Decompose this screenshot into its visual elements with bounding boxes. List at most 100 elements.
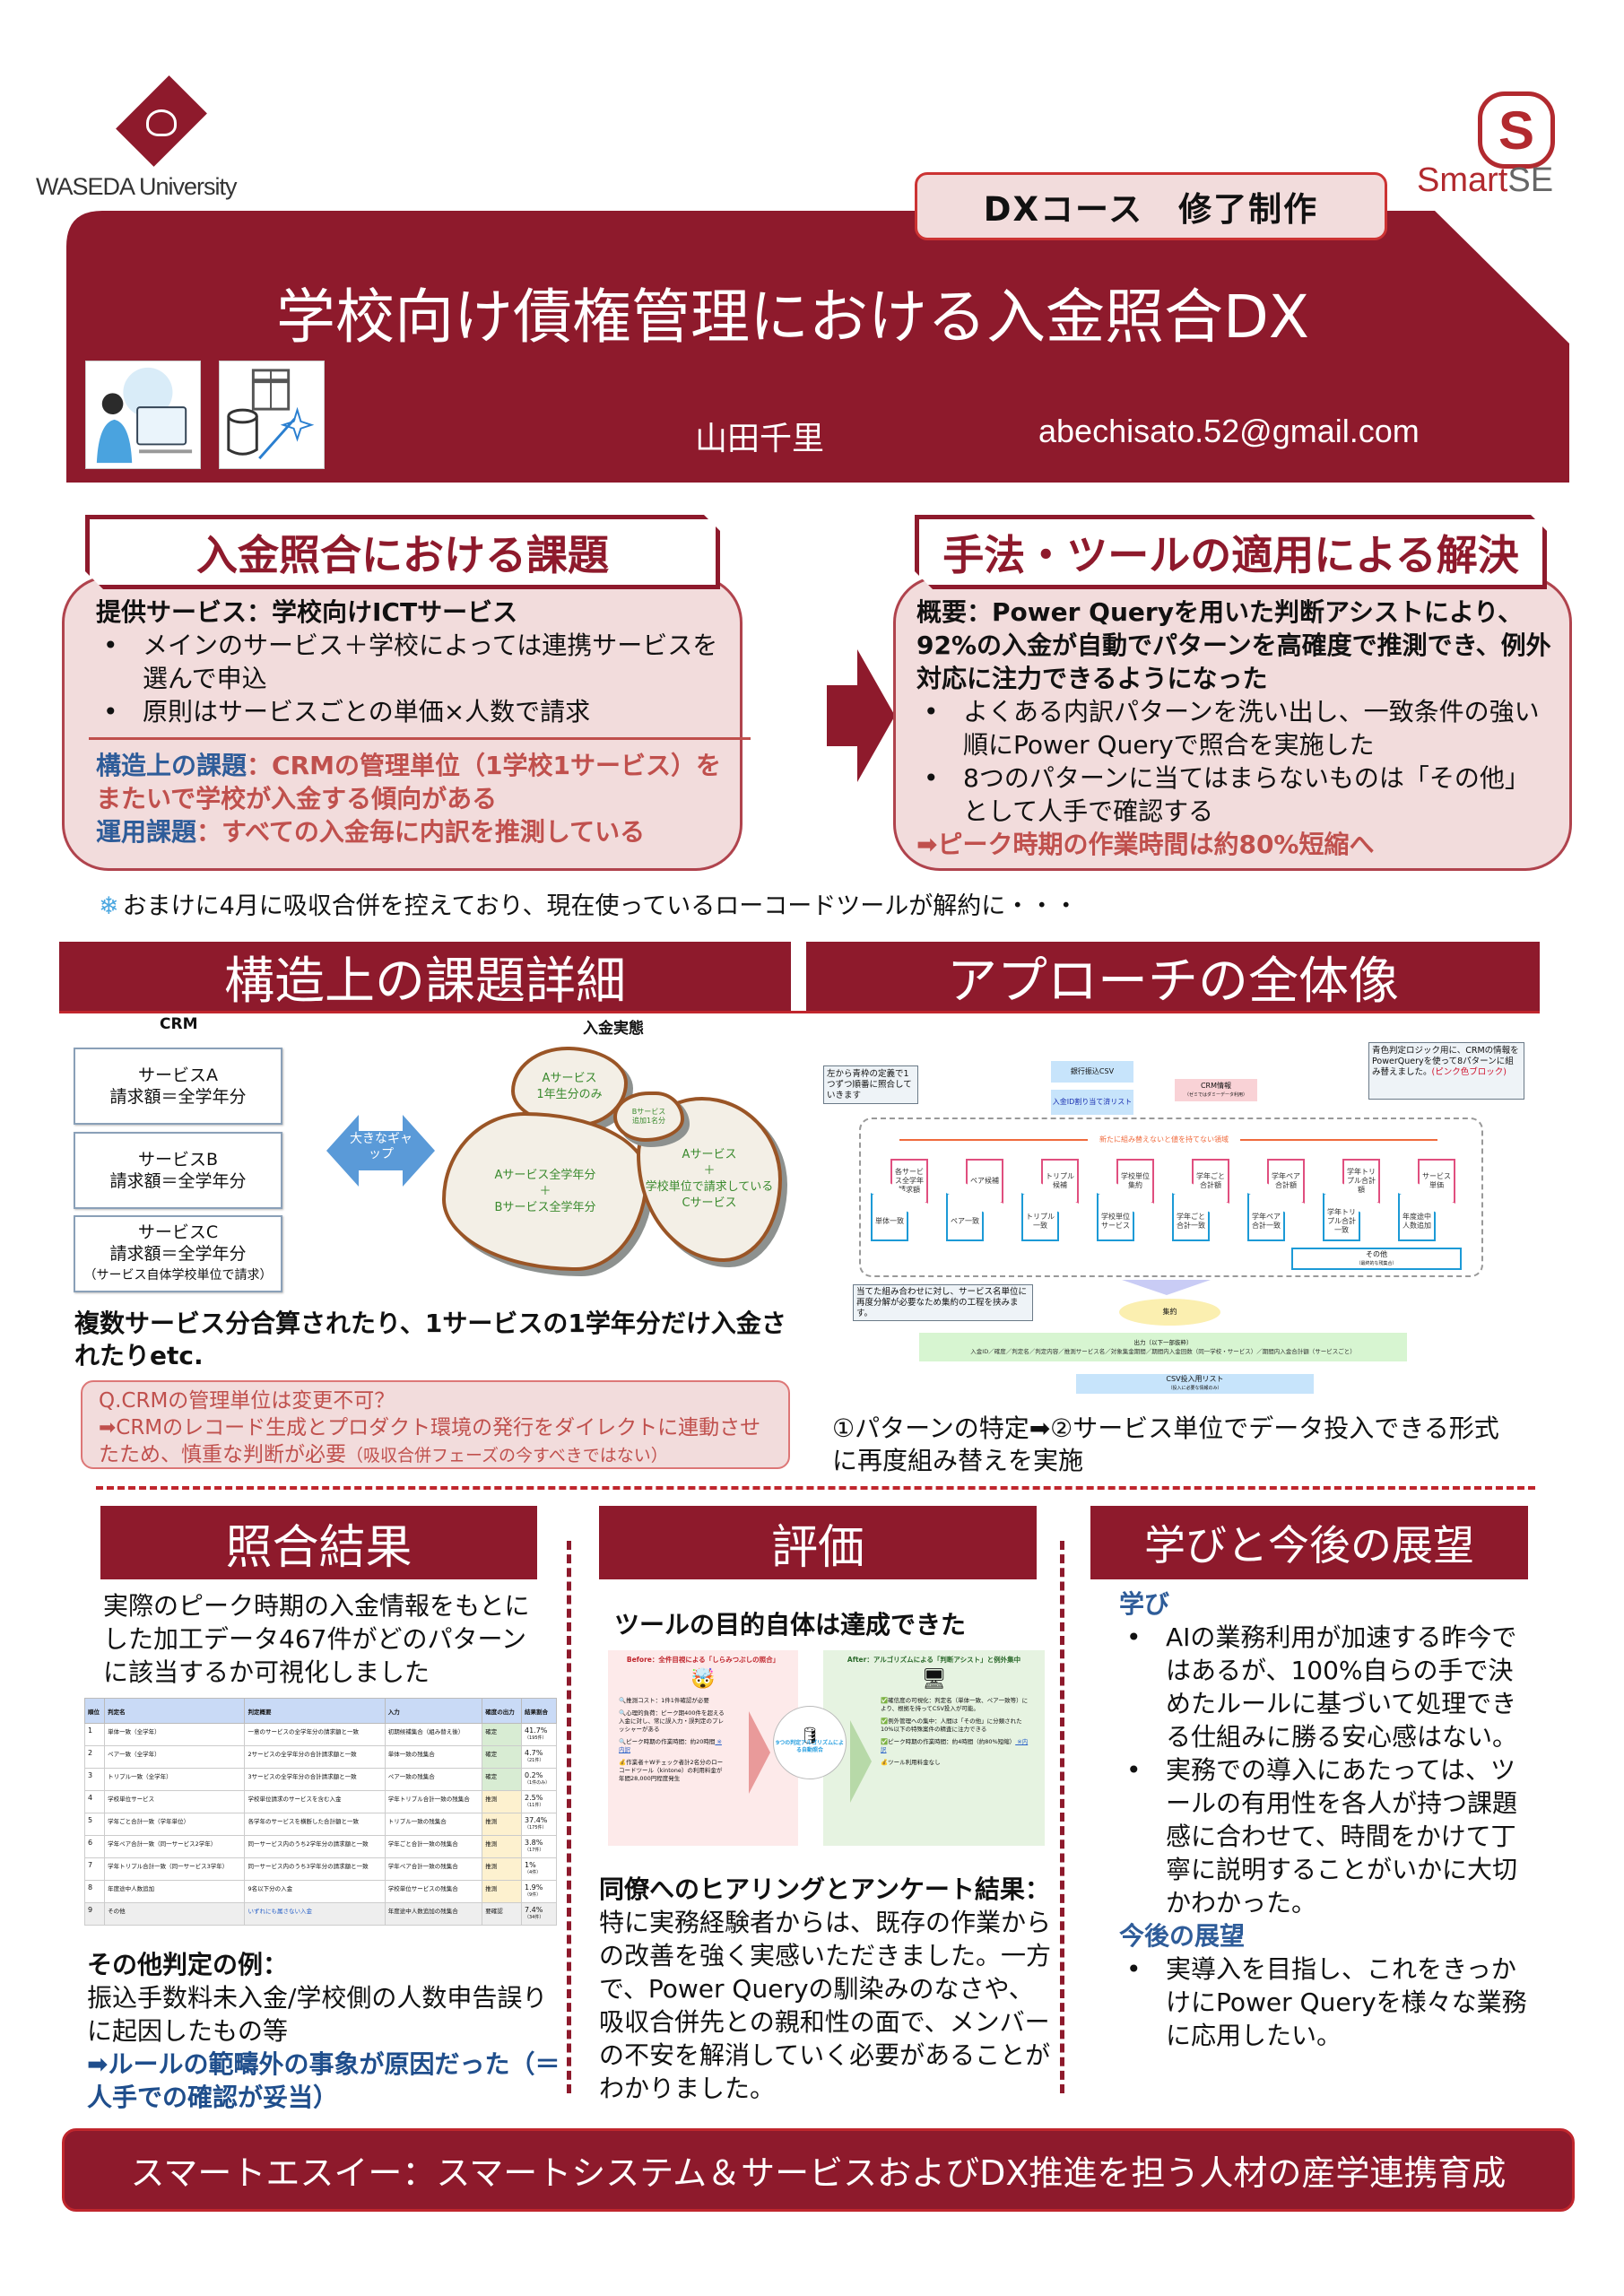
footer-banner: スマートエスイー：スマートシステム＆サービスおよびDX推進を担う人材の産学連携育… xyxy=(62,2128,1575,2212)
learn-bullets: •AIの業務利用が加速する昨今ではあるが、100%自らの手で決めたルールに基づい… xyxy=(1119,1621,1532,1919)
snowflake-icon: ❄ xyxy=(99,892,119,920)
eval-item: 💰作業者＋Wチェック者計2名分のローコードツール（kintone）の利用料金が年… xyxy=(619,1759,724,1782)
problem-content: 提供サービス：学校向けICTサービス •メインのサービス＋学校によっては連携サー… xyxy=(89,596,751,848)
ratio-cell: 3.8%（17件） xyxy=(520,1835,558,1858)
person-at-computer-icon xyxy=(85,361,201,469)
certainty-cell: 確定 xyxy=(482,1723,522,1746)
rank-cell: 7 xyxy=(83,1857,106,1881)
judgement-summary-cell: 一意のサービスの全学年分の請求額と一致 xyxy=(244,1723,386,1746)
input-cell: 学校単位サービスの残集合 xyxy=(384,1880,483,1903)
divider xyxy=(59,1011,1540,1013)
author-email[interactable]: abechisato.52@gmail.com xyxy=(1038,413,1420,449)
problem-bullet: •原則はサービスごとの単価×人数で請求 xyxy=(103,697,591,726)
survey-title: 同僚へのヒアリングとアンケート結果： xyxy=(599,1874,1050,1904)
bullet-dot: • xyxy=(1126,1622,1142,1652)
side-note: ❄おまけに4月に吸収合併を控えており、現在使っているローコードツールが解約に・・… xyxy=(99,886,1078,921)
before-panel: Before：全件目視による「しらみつぶしの照合」 🤯 🔍推測コスト：1件1件確… xyxy=(608,1650,798,1846)
id-list-box: 入金ID割り当て済リスト xyxy=(1051,1090,1133,1115)
judgement-name-cell: 学年ペア合計一致（同一サービス2学年） xyxy=(104,1835,246,1858)
certainty-cell: 推測 xyxy=(482,1813,522,1836)
certainty-cell: 推測 xyxy=(482,1790,522,1813)
waseda-crest-icon xyxy=(146,109,177,136)
learning-heading: 学びと今後の展望 xyxy=(1090,1506,1528,1579)
after-title: After：アルゴリズムによる「判断アシスト」と例外集中 xyxy=(847,1656,1021,1664)
approach-caption: ①パターンの特定➡②サービス単位でデータ投入できる形式に再度組み替えを実施 xyxy=(832,1413,1499,1475)
ratio-count: （4件） xyxy=(524,1870,542,1875)
eval-item: 🔍ピーク時期の作業時間：約20時間 ※内訳 xyxy=(619,1738,722,1753)
brand-name-1: Smart xyxy=(1417,161,1508,199)
input-cell: 学年トリプル合計一致の残集合 xyxy=(384,1790,483,1813)
ratio-count: （21件） xyxy=(524,1758,544,1763)
judgement-summary-cell: 各学年のサービスを横断した合計額と一致 xyxy=(244,1813,386,1836)
judgement-summary-cell: いずれにも属さない入金 xyxy=(244,1902,386,1926)
ratio-percent: 3.8% xyxy=(524,1839,543,1847)
course-tag: DXコース 修了制作 xyxy=(915,172,1387,240)
eval-item: ✅ピーク時期の作業時間：約4時間（約80%短縮） ※内訳 xyxy=(881,1738,1029,1753)
crm-info-note: （ゼミではダミーデータ利用） xyxy=(1184,1091,1247,1098)
brand-name: SmartSE xyxy=(1417,161,1553,200)
judgement-summary-cell: 学校単位請求のサービスを含む入金 xyxy=(244,1790,386,1813)
payment-blob: Bサービス 追加1名分 xyxy=(613,1091,684,1142)
structure-heading: 構造上の課題詳細 xyxy=(59,942,791,1013)
ratio-count: （1件のみ） xyxy=(524,1780,551,1786)
column-divider xyxy=(1060,1541,1064,2093)
ratio-count: （17件） xyxy=(524,1848,544,1853)
double-arrow-icon xyxy=(326,1115,435,1187)
solution-bullet: •8つのパターンに当てはまらないものは「その他」として人手で確認する xyxy=(916,761,1553,828)
eval-item: ✅確信度の可視化：判定名（単体一致、ペア一致等）により、根拠を持ってCSV投入が… xyxy=(881,1697,1029,1712)
brand-name-2: SE xyxy=(1507,161,1554,199)
bullet-text: 原則はサービスごとの単価×人数で請求 xyxy=(143,697,591,726)
other-block-note: （最終的な残集合） xyxy=(1356,1260,1397,1266)
breakdown-link[interactable]: ※内訳 xyxy=(881,1738,1029,1753)
breakdown-link[interactable]: ※内訳 xyxy=(619,1738,722,1753)
gap-label: 大きなギャップ xyxy=(350,1132,413,1161)
bullet-text: 実務での導入にあたっては、ツールの有用性を各人が持つ課題感に合わせて、時間をかけ… xyxy=(1166,1755,1518,1918)
certainty-cell: 推測 xyxy=(482,1880,522,1903)
down-chevron-icon xyxy=(1122,1280,1211,1295)
survey: 同僚へのヒアリングとアンケート結果： 特に実務経験者からは、既存の作業からの改善… xyxy=(599,1873,1052,2105)
after-panel: After：アルゴリズムによる「判断アシスト」と例外集中 🖥 ✅確信度の可視化：… xyxy=(823,1650,1045,1846)
crm-billing-rule: 請求額＝全学年分 xyxy=(109,1244,247,1264)
rank-cell: 2 xyxy=(83,1745,106,1769)
structural-text: ：CRMの管理単位（1学校1サービス）をまたいで学校が入金する傾向がある xyxy=(96,751,721,813)
learn-title: 学び xyxy=(1119,1589,1170,1619)
rank-cell: 5 xyxy=(83,1813,106,1836)
judgement-summary-cell: 9名以下分の入金 xyxy=(244,1880,386,1903)
crm-label: CRM xyxy=(160,1015,198,1033)
ratio-cell: 1%（4件） xyxy=(520,1857,558,1881)
ratio-cell: 7.4%（34件） xyxy=(520,1902,558,1926)
eval-item: 💰ツール利用料金なし xyxy=(881,1759,941,1766)
problem-card xyxy=(62,576,743,871)
input-cell: 初期候補集合（組み替え後） xyxy=(384,1723,483,1746)
service-line: 提供サービス：学校向けICTサービス xyxy=(96,597,518,627)
payment-blob: Aサービス全学年分 ＋ Bサービス全学年分 xyxy=(442,1112,648,1271)
certainty-cell: 推測 xyxy=(482,1835,522,1858)
arrow-right-icon xyxy=(749,1711,770,1794)
structure-summary: 複数サービス分合算されたり、1サービスの1学年分だけ入金されたりetc. xyxy=(74,1309,786,1370)
results-conclusion: ➡ルールの範疇外の事象が原因だった（＝人手での確認が妥当） xyxy=(87,2049,560,2112)
before-after-figure: Before：全件目視による「しらみつぶしの照合」 🤯 🔍推測コスト：1件1件確… xyxy=(608,1650,1045,1860)
question-answer: ➡CRMのレコード生成とプロダクト環境の発行をダイレクトに連動させたため、慎重な… xyxy=(99,1416,761,1466)
eval-item: 🔍心理的負荷：ピーク期400件を超える入金に対し、常に誤入力・誤判定のプレッシャ… xyxy=(619,1709,725,1733)
crm-note: （サービス自体学校単位で請求） xyxy=(83,1268,273,1283)
input-cell: ペア一致の残集合 xyxy=(384,1768,483,1791)
table-header-cell: 結果割合 xyxy=(520,1698,558,1724)
ratio-percent: 4.7% xyxy=(524,1749,543,1757)
survey-text: 特に実務経験者からは、既存の作業からの改善を強く実感いただきました。一方で、Po… xyxy=(599,1908,1052,2103)
column-divider xyxy=(567,1541,571,2093)
ratio-percent: 7.4% xyxy=(524,1906,543,1914)
certainty-cell: 確定 xyxy=(482,1768,522,1791)
learning-bullet: •AIの業務利用が加速する昨今ではあるが、100%自らの手で決めたルールに基づい… xyxy=(1119,1621,1532,1753)
output-title: 出力（以下一部抜粋） xyxy=(1133,1339,1193,1346)
crm-billing-rule: 請求額＝全学年分 xyxy=(109,1087,247,1107)
input-cell: 学年ごと合計一致の残集合 xyxy=(384,1835,483,1858)
csv-list-note: （投入に必要な情報のみ） xyxy=(1168,1386,1222,1391)
bank-csv-box: 銀行振込CSV xyxy=(1051,1061,1133,1083)
input-cell: 学年ペア合計一致の残集合 xyxy=(384,1857,483,1881)
author-name: 山田千里 xyxy=(695,421,825,457)
